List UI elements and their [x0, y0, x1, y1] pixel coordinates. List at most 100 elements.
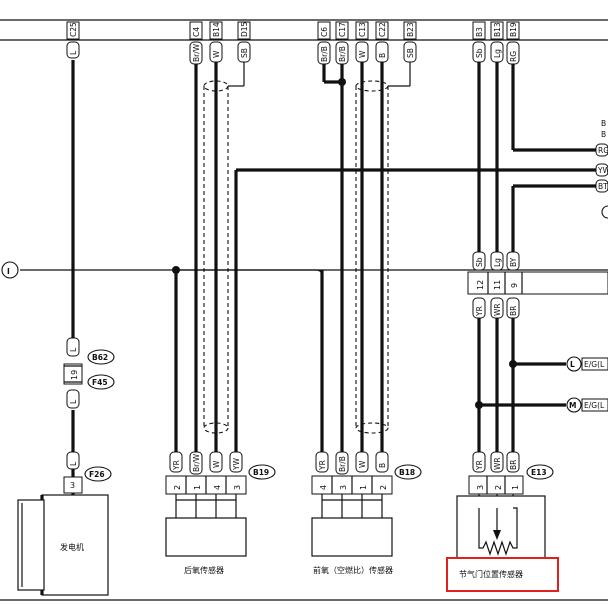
- tag-c6: C6 Br/B: [317, 21, 331, 65]
- svg-text:9: 9: [510, 283, 519, 288]
- tag-c25-color: L: [69, 50, 78, 55]
- svg-text:M: M: [569, 401, 576, 410]
- svg-text:B: B: [378, 463, 387, 468]
- tag-c13: C13 W: [355, 21, 369, 63]
- tps-connector: 3 2 1 E13: [468, 464, 554, 495]
- svg-text:WR: WR: [493, 303, 502, 316]
- svg-text:Br/B: Br/B: [320, 46, 329, 62]
- tag-b13: B13 Lg: [490, 21, 504, 63]
- front-o2-wire-tags: YR Br/B W B: [315, 451, 389, 475]
- svg-text:SB: SB: [240, 48, 249, 58]
- svg-text:C4: C4: [192, 27, 201, 37]
- bubble-l-egl: L E/G(L: [566, 356, 608, 372]
- svg-text:Br/B: Br/B: [338, 46, 347, 62]
- right-edge-labels: B B RG YW BT: [595, 119, 608, 219]
- svg-text:YR: YR: [475, 306, 484, 317]
- alternator-label: 发电机: [60, 542, 84, 552]
- svg-text:1: 1: [193, 485, 202, 490]
- tag-b23: B23 SB: [403, 21, 417, 63]
- svg-text:C13: C13: [358, 22, 367, 37]
- svg-text:Lg: Lg: [493, 49, 502, 58]
- junction-upper-color: L: [69, 347, 78, 352]
- rear-o2-connector: 2 1 4 3 B19: [165, 464, 276, 495]
- svg-text:B: B: [378, 53, 387, 58]
- svg-text:YW: YW: [232, 457, 241, 471]
- svg-text:B23: B23: [406, 22, 415, 37]
- tag-c25: C25 L: [66, 21, 80, 59]
- highlight-box: [446, 557, 559, 592]
- connector-f45: F45: [92, 378, 108, 387]
- tag-c17: C17 Br/B: [335, 21, 349, 65]
- tag-b3: B3 Sb: [472, 21, 486, 63]
- svg-text:Br/W: Br/W: [192, 43, 201, 62]
- tps-label: 节气门位置传感器: [459, 569, 523, 579]
- svg-text:2: 2: [173, 485, 182, 490]
- svg-text:3: 3: [476, 485, 485, 490]
- svg-text:YR: YR: [318, 460, 327, 471]
- rear-o2-label: 后氧传感器: [184, 565, 224, 575]
- front-o2-sensor: 前氧（空燃比）传感器: [311, 494, 393, 575]
- svg-text:RG: RG: [598, 146, 608, 155]
- tag-d15: D15 SB: [237, 21, 251, 63]
- svg-text:B14: B14: [212, 22, 221, 37]
- svg-text:B3: B3: [475, 27, 484, 37]
- svg-text:BR: BR: [509, 460, 518, 470]
- junction-lower-color: L: [69, 399, 78, 404]
- svg-text:BT: BT: [598, 182, 608, 191]
- svg-text:Br/B: Br/B: [338, 456, 347, 472]
- f26-pin: 3: [70, 481, 75, 490]
- bubble-i: I: [1, 261, 19, 279]
- svg-text:1: 1: [511, 485, 520, 490]
- svg-text:W: W: [212, 460, 221, 468]
- svg-text:YR: YR: [475, 460, 484, 471]
- connector-b19-label: B19: [253, 468, 269, 477]
- svg-text:12: 12: [476, 280, 485, 290]
- svg-text:Lg: Lg: [493, 258, 502, 267]
- connector-b18-label: B18: [399, 468, 415, 477]
- svg-text:4: 4: [319, 485, 328, 490]
- svg-text:3: 3: [233, 485, 242, 490]
- svg-text:2: 2: [494, 485, 503, 490]
- tag-b14: B14 W: [209, 21, 223, 63]
- bubble-i-letter: I: [7, 267, 10, 276]
- tag-c25-pin: C25: [69, 22, 78, 37]
- svg-text:C22: C22: [378, 22, 387, 37]
- connector-e13-label: E13: [531, 468, 547, 477]
- svg-text:Br/W: Br/W: [192, 453, 201, 472]
- svg-text:2: 2: [379, 485, 388, 490]
- svg-text:L: L: [570, 360, 575, 369]
- rear-o2-sensor: 后氧传感器: [165, 494, 247, 575]
- tps-wire-tags: YR WR BR: [472, 451, 520, 473]
- svg-text:B: B: [601, 119, 606, 128]
- svg-text:4: 4: [213, 485, 222, 490]
- svg-text:W: W: [212, 50, 221, 58]
- potentiometer-resistor: [478, 507, 518, 556]
- tag-c4: C4 Br/W: [189, 21, 203, 65]
- svg-text:Sb: Sb: [475, 257, 484, 267]
- svg-text:YR: YR: [172, 460, 181, 471]
- rear-o2-wire-tags: YR Br/W W YW: [169, 451, 243, 475]
- svg-text:C6: C6: [320, 27, 329, 37]
- tps-mid-connector: Sb Lg BY 12 11 9 YR WR BR: [467, 251, 608, 319]
- connector-f26: L 3 F26: [63, 451, 112, 494]
- connector-f26-label: F26: [89, 470, 105, 479]
- junction-b62-f45: L 19 L B62 F45: [63, 337, 115, 409]
- svg-text:C17: C17: [338, 22, 347, 37]
- svg-text:RG: RG: [509, 51, 518, 62]
- bubble-m-egl: M E/G(L: [566, 397, 608, 413]
- svg-text:11: 11: [493, 280, 502, 290]
- svg-text:WR: WR: [493, 457, 502, 470]
- svg-text:BY: BY: [509, 257, 518, 267]
- svg-text:YW: YW: [597, 166, 608, 175]
- svg-text:3: 3: [339, 485, 348, 490]
- svg-text:E/G(L: E/G(L: [584, 360, 605, 369]
- potentiometer-wiper-arrow: [493, 530, 501, 540]
- shield-bottom-rear: [203, 422, 229, 434]
- svg-text:Sb: Sb: [475, 48, 484, 58]
- svg-text:W: W: [358, 460, 367, 468]
- svg-text:SB: SB: [406, 48, 415, 58]
- svg-text:D15: D15: [240, 21, 249, 37]
- connector-b62: B62: [92, 353, 108, 362]
- junction-pin: 19: [70, 370, 79, 380]
